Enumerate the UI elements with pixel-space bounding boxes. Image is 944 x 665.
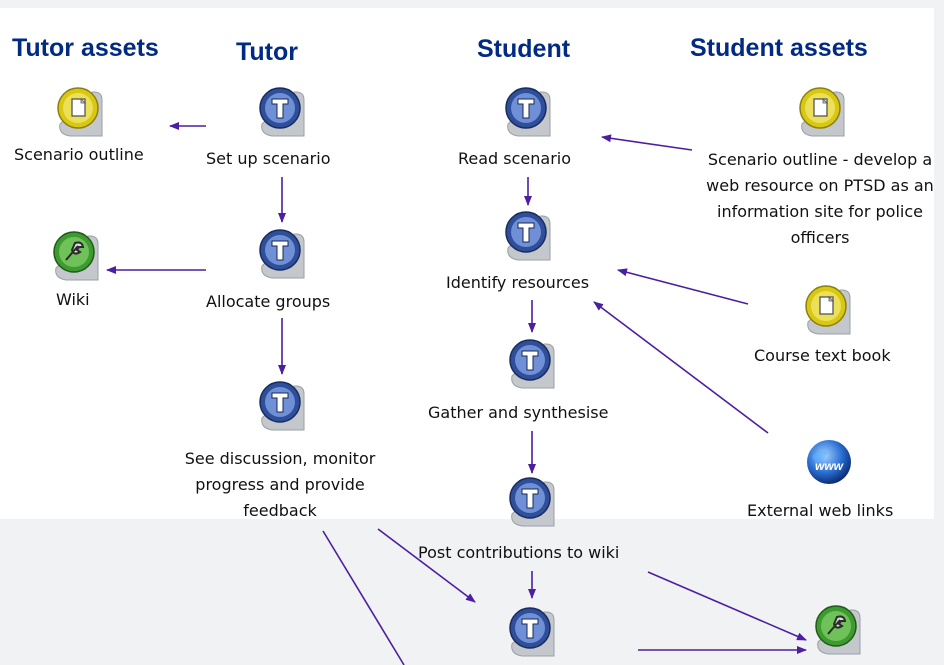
- task-icon: [509, 477, 555, 527]
- www-globe-icon: www: [807, 440, 851, 484]
- heading-student-assets: Student assets: [690, 34, 868, 62]
- wiki-tool-icon: [815, 605, 861, 655]
- top-band: [0, 0, 944, 8]
- task-icon: [509, 339, 555, 389]
- label-monitor-feedback: See discussion, monitor progress and pro…: [184, 449, 376, 520]
- label-allocate-groups: Allocate groups: [206, 292, 331, 311]
- label-scenario-outline-tutor: Scenario outline: [14, 145, 144, 164]
- lower-band: [0, 519, 944, 665]
- heading-tutor: Tutor: [236, 38, 299, 66]
- label-external-web-links: External web links: [747, 501, 894, 520]
- label-wiki: Wiki: [56, 290, 90, 309]
- arrow-web-to-identify: [593, 301, 769, 434]
- label-course-text-book: Course text book: [754, 346, 891, 365]
- line-monitor-down: [322, 530, 405, 665]
- label-set-up-scenario: Set up scenario: [206, 149, 331, 168]
- arrow-textbook-to-identify: [617, 268, 749, 305]
- document-icon: [57, 87, 103, 137]
- right-band: [934, 0, 944, 519]
- arrow-asset-to-read: [601, 134, 693, 151]
- task-icon: [509, 607, 555, 657]
- heading-tutor-assets: Tutor assets: [12, 34, 159, 62]
- label-identify-resources: Identify resources: [446, 273, 590, 292]
- task-icon: [259, 381, 305, 431]
- heading-student: Student: [477, 35, 571, 63]
- arrow-post-to-wiki: [647, 571, 807, 641]
- task-icon: [505, 87, 551, 137]
- document-icon: [805, 285, 851, 335]
- task-icon: [505, 211, 551, 261]
- svg-text:www: www: [815, 459, 844, 473]
- label-scenario-outline-student: Scenario outline - develop a web resourc…: [706, 150, 934, 247]
- label-read-scenario: Read scenario: [458, 149, 572, 168]
- document-icon: [799, 87, 845, 137]
- wiki-tool-icon: [53, 231, 99, 281]
- task-icon: [259, 229, 305, 279]
- arrow-monitor-to-task: [377, 528, 476, 603]
- label-gather-synthesise: Gather and synthesise: [428, 403, 609, 422]
- task-icon: [259, 87, 305, 137]
- label-post-contributions: Post contributions to wiki: [418, 543, 620, 562]
